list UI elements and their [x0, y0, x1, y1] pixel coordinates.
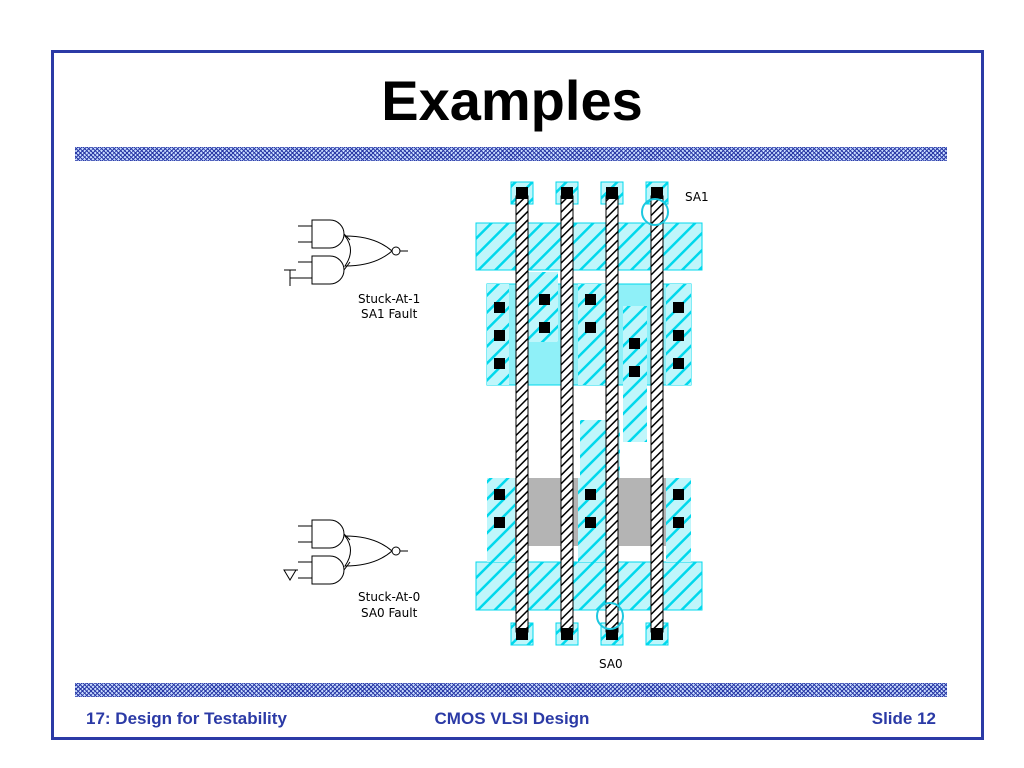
nand-nor-gate-sa1: [284, 219, 408, 286]
layout-sa0-label: SA0: [599, 657, 623, 671]
footer-divider: [75, 683, 947, 697]
slide-title: Examples: [381, 69, 643, 132]
footer-course: CMOS VLSI Design: [434, 709, 590, 728]
sa1-label-line1: Stuck-At-1: [358, 292, 420, 306]
footer-chapter: 17: Design for Testability: [86, 709, 287, 728]
layout-sa1-label: SA1: [685, 190, 709, 204]
cmos-layout: [475, 181, 703, 646]
nand-nor-gate-sa0: [283, 519, 408, 585]
title-divider: [75, 147, 947, 161]
sa0-fault-circle: [596, 602, 624, 630]
sa0-label-line1: Stuck-At-0: [358, 590, 420, 604]
footer-slide-number: Slide 12: [871, 709, 936, 728]
sa1-label-line2: SA1 Fault: [361, 307, 418, 321]
sa1-fault-circle: [641, 198, 669, 226]
sa0-label-line2: SA0 Fault: [361, 606, 418, 620]
